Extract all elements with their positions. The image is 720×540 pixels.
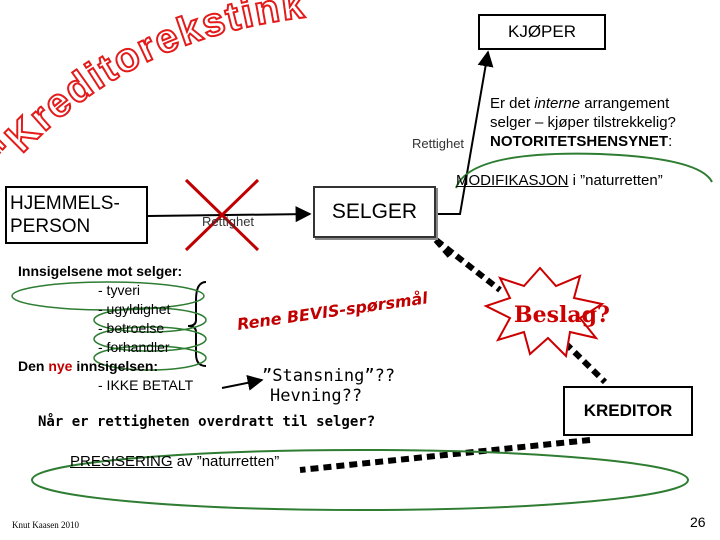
dash-kreditor-presisering	[299, 437, 591, 473]
q-line1-post: arrangement	[580, 95, 670, 112]
page-number: 26	[690, 514, 706, 530]
innsig-oval-3	[93, 326, 207, 352]
q-line3-post: :	[668, 133, 673, 150]
selger-box: SELGER	[313, 186, 436, 238]
left-bracket	[187, 281, 207, 367]
question-text: Er det interne arrangement selger – kjøp…	[490, 94, 676, 151]
presisering-text: PRESISERING av ”naturretten”	[70, 453, 279, 470]
innsig-item-forhandler: - forhandler	[98, 339, 170, 355]
hjemmelsperson-box: HJEMMELS- PERSON	[5, 186, 148, 244]
beslag-label: Beslag?	[514, 302, 610, 328]
dash-beslag-kreditor	[553, 331, 608, 385]
selger-label: SELGER	[331, 200, 418, 223]
modifikasjon-post: i ”naturretten”	[568, 172, 663, 189]
q-line2: selger – kjøper tilstrekkelig?	[490, 114, 676, 131]
stansning-hevning: ”Stansning”?? Hevning??	[262, 366, 395, 406]
bevis-label: Rene BEVIS-spørsmål	[236, 288, 429, 334]
innsig-oval-2	[93, 307, 207, 333]
presisering-underlined: PRESISERING	[70, 453, 173, 470]
modifikasjon-underlined: MODIFIKASJON	[456, 172, 569, 189]
innsig-item-ugyldighet: - ugyldighet	[98, 301, 171, 317]
innsig-item-betroelse: - betroelse	[98, 320, 165, 336]
q-line1-italic: interne	[534, 95, 581, 112]
innsigelser-block: Innsigelsene mot selger: - tyveri - ugyl…	[18, 262, 193, 395]
q-line1-pre: Er det	[490, 95, 535, 112]
kjoper-box: KJØPER	[478, 14, 606, 50]
rettighet-upper-label: Rettighet	[412, 136, 465, 151]
modifikasjon-text: MODIFIKASJON i ”naturretten”	[456, 172, 663, 189]
arrow-ikkebetalt-stansning	[221, 374, 264, 391]
ikke-betalt: - IKKE BETALT	[98, 377, 194, 393]
kreditor-label: KREDITOR	[583, 401, 673, 420]
stansning-label: ”Stansning”??	[262, 366, 396, 386]
nye-pre: Den	[18, 358, 49, 374]
right-bracket	[206, 282, 224, 366]
rettighet-lower-label: Rettighet	[202, 214, 255, 229]
modifikasjon-ellipse	[455, 152, 713, 189]
innsig-oval-4	[93, 345, 207, 371]
arrow-hjemmel-selger	[147, 206, 312, 223]
overdratt-question: Når er rettigheten overdratt til selger?	[38, 414, 376, 430]
presisering-post: av ”naturretten”	[172, 453, 280, 470]
innsig-oval-1	[11, 281, 205, 311]
cross-line-2	[184, 178, 260, 252]
arrow-selger-kjoper	[436, 50, 494, 215]
q-line3-bold: NOTORITETSHENSYNET	[490, 133, 669, 150]
hevning-label: Hevning??	[270, 386, 363, 406]
hjemmel-line1: HJEMMELS-	[10, 193, 120, 214]
innsig-item-tyveri: - tyveri	[98, 282, 140, 298]
dash-selger-down	[433, 238, 453, 258]
innsig-heading: Innsigelsene mot selger:	[18, 263, 183, 279]
nye-post: innsigelsen:	[72, 358, 159, 374]
kreditor-box: KREDITOR	[563, 386, 693, 436]
hjemmel-line2: PERSON	[10, 216, 91, 237]
nye-red: nye	[48, 358, 73, 374]
dash-selger-beslag	[434, 237, 502, 293]
beslag-starburst	[483, 266, 605, 359]
kjoper-label: KJØPER	[507, 22, 577, 41]
presisering-ellipse	[31, 449, 689, 511]
author-credit: Knut Kaasen 2010	[12, 520, 79, 530]
